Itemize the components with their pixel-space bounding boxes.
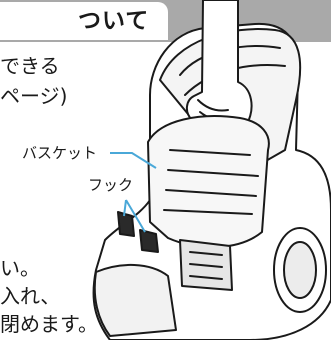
hook-callout-label: フック (88, 176, 134, 194)
hook-left (117, 211, 135, 237)
body-text-line2: ページ) (0, 84, 68, 108)
body-text-line5: 閉めます。 (0, 312, 98, 336)
hook-leader-line (123, 199, 146, 233)
body-text-line3: い。 (0, 256, 40, 280)
body-text-line1: できる (0, 54, 60, 78)
basket-callout-label: バスケット (22, 144, 98, 162)
hook-right (139, 229, 159, 253)
vacuum-front (93, 263, 177, 337)
dust-basket (147, 115, 270, 249)
section-title: ついて (0, 2, 168, 40)
basket-leader-line (110, 152, 157, 169)
body-text-line4: 入れ、 (0, 284, 61, 308)
